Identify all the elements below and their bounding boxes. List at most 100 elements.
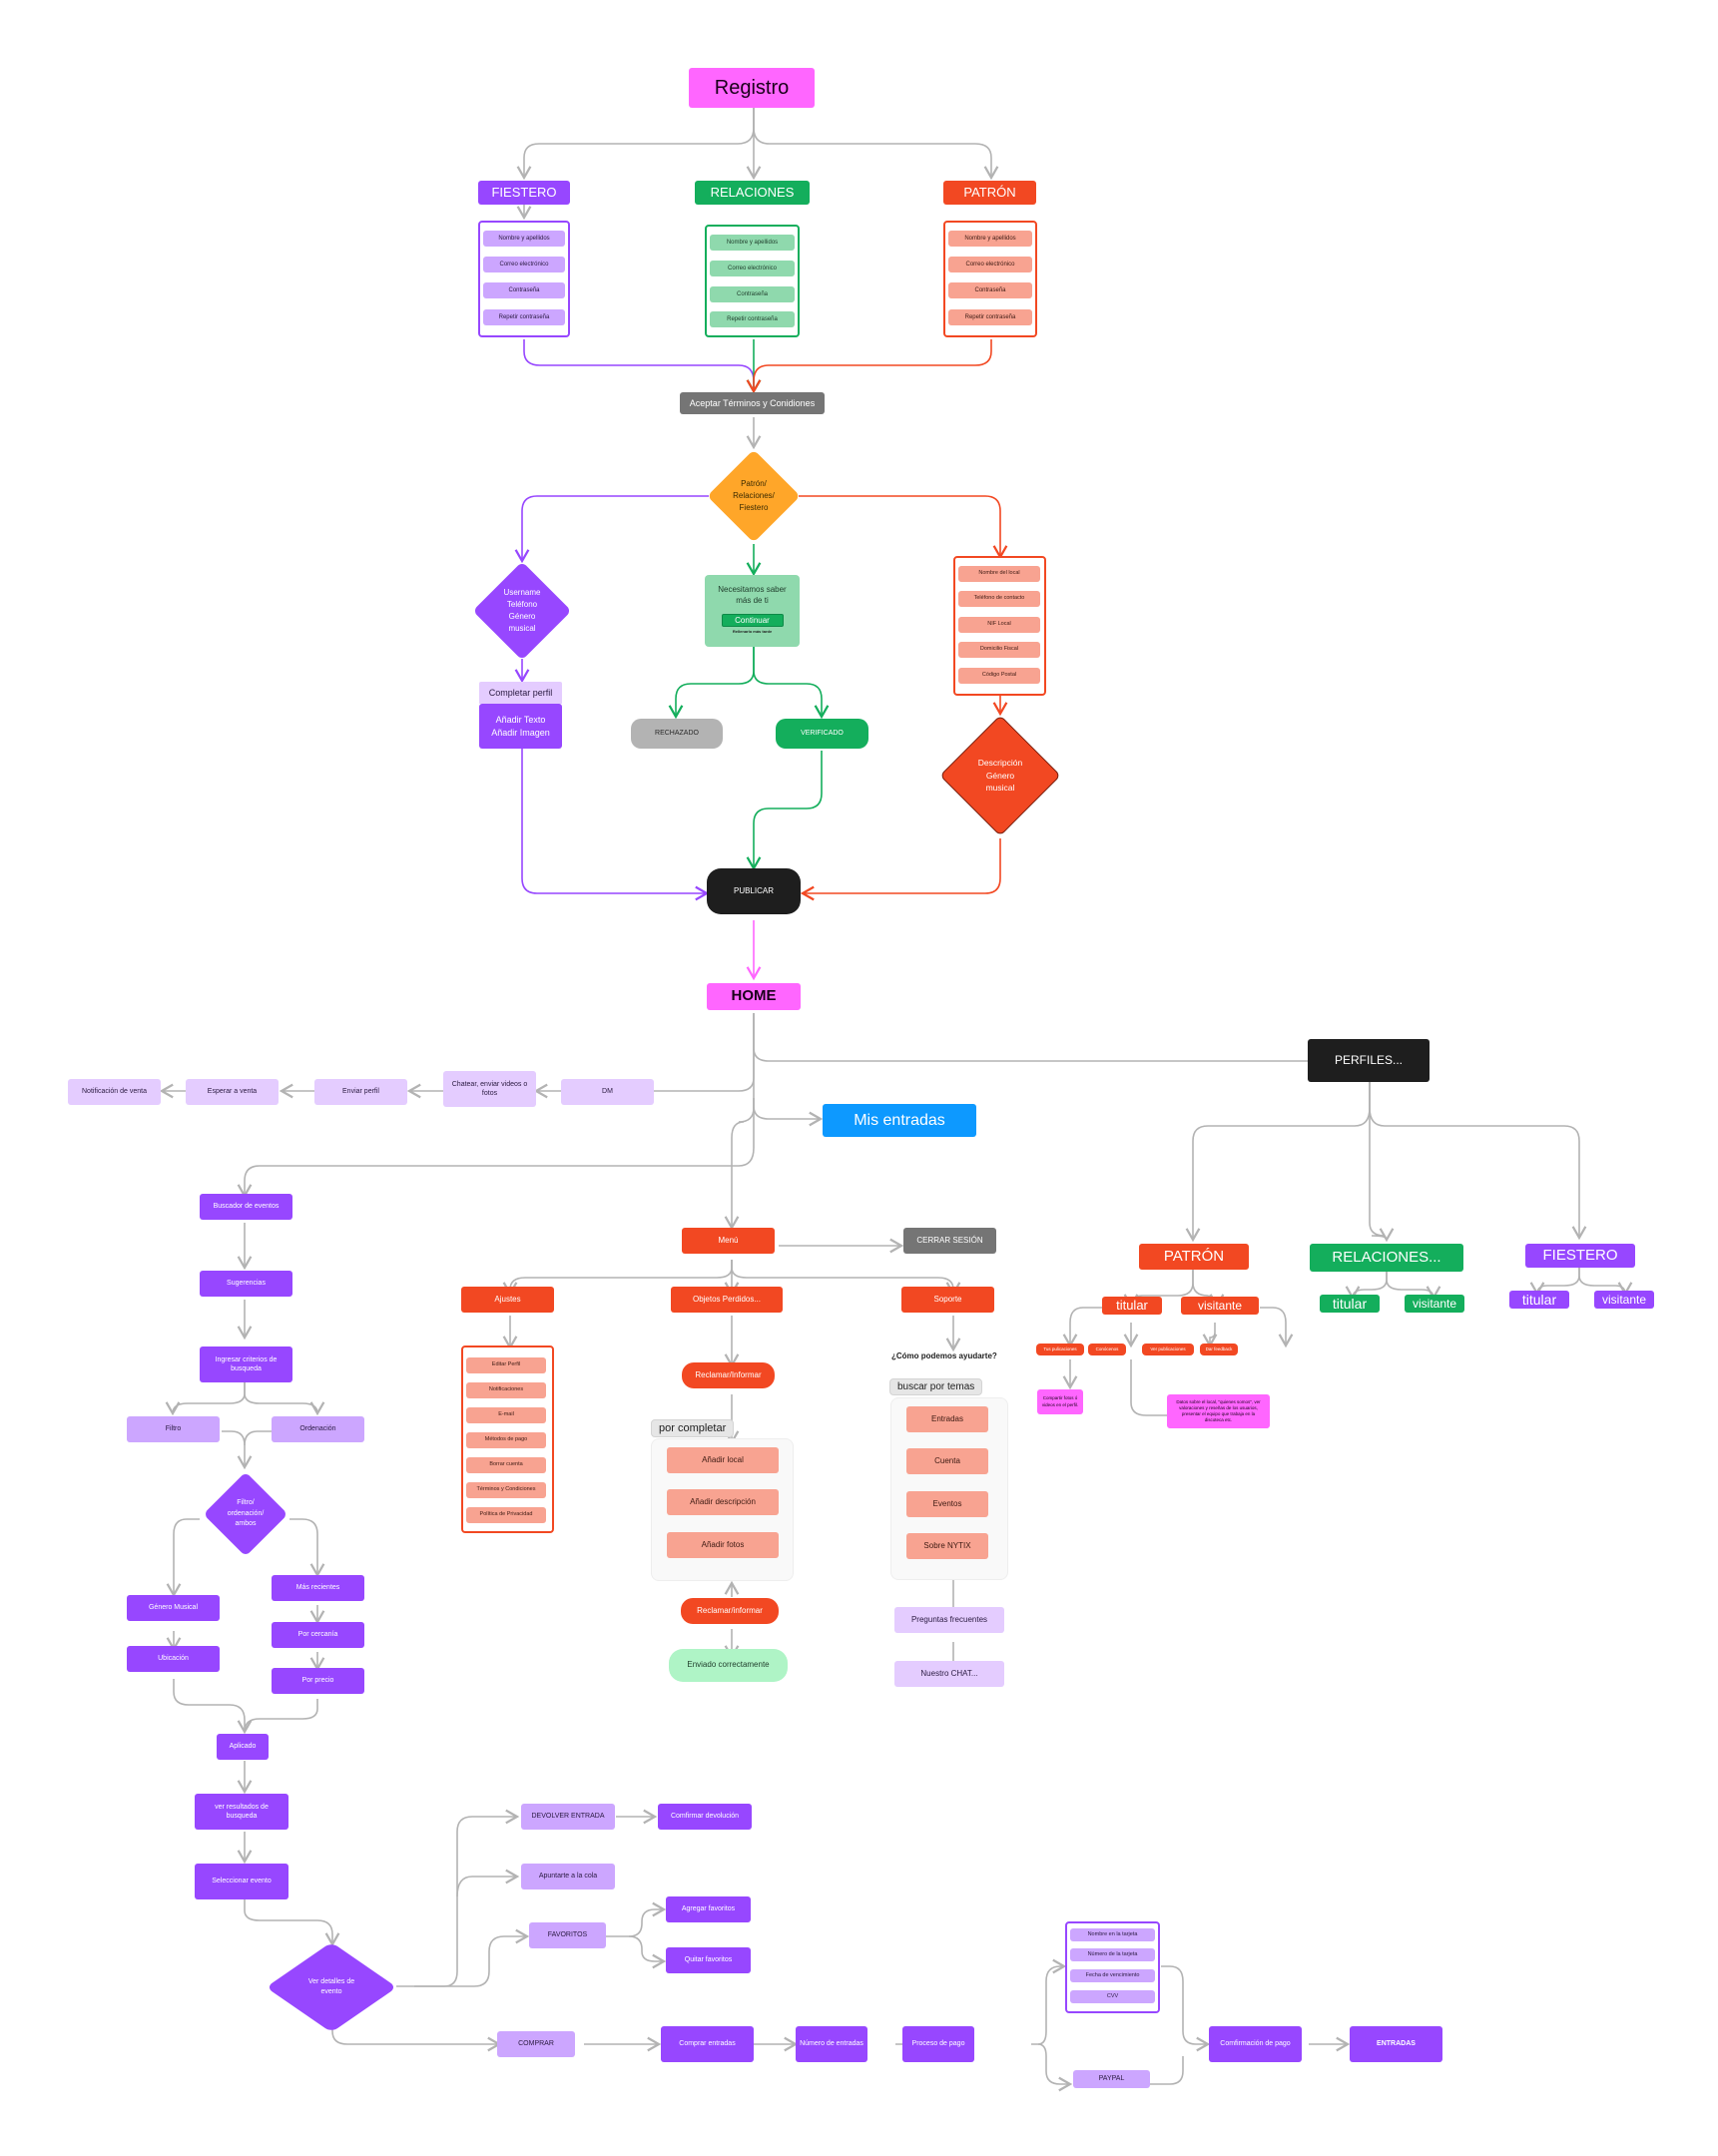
- menu-node[interactable]: Menú: [682, 1228, 775, 1254]
- form-field[interactable]: Repetir contraseña: [483, 309, 565, 325]
- support-topic[interactable]: Cuenta: [906, 1448, 988, 1474]
- ticket-count-node[interactable]: Número de entradas: [796, 2026, 867, 2062]
- card-field[interactable]: CVV: [1070, 1990, 1155, 2003]
- patron-visitante[interactable]: visitante: [1181, 1297, 1259, 1315]
- remove-favorites-node[interactable]: Quitar favoritos: [666, 1947, 751, 1973]
- add-favorites-node[interactable]: Agregar favoritos: [666, 1896, 751, 1922]
- fiestero-titular[interactable]: titular: [1509, 1291, 1569, 1309]
- relaciones-titular[interactable]: titular: [1320, 1295, 1380, 1313]
- fiestero-visitante[interactable]: visitante: [1594, 1291, 1654, 1309]
- verified-node[interactable]: VERIFICADO: [776, 719, 868, 749]
- search-criteria-node[interactable]: Ingresar criterios de busqueda: [200, 1347, 292, 1382]
- support-topic[interactable]: Eventos: [906, 1491, 988, 1517]
- form-field[interactable]: Teléfono de contacto: [958, 591, 1040, 607]
- location-filter-node[interactable]: Ubicación: [127, 1646, 220, 1672]
- rejected-node[interactable]: RECHAZADO: [631, 719, 723, 749]
- form-field[interactable]: Nombre del local: [958, 566, 1040, 582]
- claim-node-2[interactable]: Reclamar/informar: [681, 1598, 779, 1624]
- form-field[interactable]: Contraseña: [483, 282, 565, 298]
- settings-item[interactable]: E-mail: [466, 1407, 546, 1423]
- patron-titular[interactable]: titular: [1102, 1297, 1162, 1315]
- form-field[interactable]: Contraseña: [710, 286, 795, 302]
- continue-button[interactable]: Continuar: [721, 613, 784, 627]
- select-event-node[interactable]: Seleccionar evento: [195, 1864, 288, 1899]
- support-topic[interactable]: Entradas: [906, 1406, 988, 1432]
- form-field[interactable]: Repetir contraseña: [710, 311, 795, 327]
- settings-item[interactable]: Editar Perfil: [466, 1357, 546, 1373]
- logout-node[interactable]: CERRAR SESIÓN: [903, 1228, 996, 1254]
- applied-node[interactable]: Aplicado: [217, 1734, 269, 1760]
- chat-node[interactable]: Chatear, enviar videos o fotos: [443, 1071, 536, 1107]
- profile-relaciones[interactable]: RELACIONES...: [1310, 1244, 1463, 1272]
- profile-fiestero[interactable]: FIESTERO: [1525, 1244, 1635, 1268]
- tickets-node[interactable]: ENTRADAS: [1350, 2026, 1442, 2062]
- form-field[interactable]: Domicilio Fiscal: [958, 642, 1040, 658]
- sale-notification-node[interactable]: Notificación de venta: [68, 1079, 161, 1105]
- relaciones-visitante[interactable]: visitante: [1405, 1295, 1464, 1313]
- lost-item-action[interactable]: Añadir local: [667, 1447, 779, 1473]
- settings-node[interactable]: Ajustes: [461, 1287, 554, 1313]
- filter-node[interactable]: Filtro: [127, 1416, 220, 1442]
- genre-filter-node[interactable]: Género Musical: [127, 1595, 220, 1621]
- chat-support-node[interactable]: Nuestro CHAT...: [894, 1661, 1004, 1687]
- form-field[interactable]: Nombre y apellidos: [483, 231, 565, 247]
- settings-item[interactable]: Términos y Condiciones: [466, 1482, 546, 1498]
- card-field[interactable]: Número de la tarjeta: [1070, 1948, 1155, 1961]
- results-node[interactable]: ver resultados de busqueda: [195, 1794, 288, 1830]
- recent-order-node[interactable]: Más recientes: [272, 1575, 364, 1601]
- form-field[interactable]: Nombre y apellidos: [710, 235, 795, 251]
- form-field[interactable]: Correo electrónico: [710, 261, 795, 276]
- confirm-return-node[interactable]: Comfirmar devolución: [658, 1804, 752, 1830]
- settings-item[interactable]: Métodos de pago: [466, 1432, 546, 1448]
- card-field[interactable]: Nombre en la tarjeta: [1070, 1928, 1155, 1941]
- favorites-node[interactable]: FAVORITOS: [529, 1922, 606, 1948]
- claim-node[interactable]: Reclamar/Informar: [682, 1362, 775, 1388]
- home-node[interactable]: HOME: [707, 983, 801, 1010]
- lost-items-node[interactable]: Objetos Perdidos...: [671, 1287, 783, 1313]
- form-field[interactable]: Correo electrónico: [948, 257, 1032, 272]
- publish-node[interactable]: PUBLICAR: [707, 868, 801, 914]
- join-queue-node[interactable]: Apuntarte a la cola: [521, 1864, 615, 1889]
- feedback-node[interactable]: Dar feedback: [1200, 1344, 1238, 1355]
- form-field[interactable]: Nombre y apellidos: [948, 231, 1032, 247]
- lost-item-action[interactable]: Añadir descripción: [667, 1489, 779, 1515]
- paypal-node[interactable]: PAYPAL: [1073, 2070, 1150, 2088]
- buy-tickets-node[interactable]: Comprar entradas: [661, 2026, 754, 2062]
- suggestions-node[interactable]: Sugerencias: [200, 1271, 292, 1297]
- fill-later-link[interactable]: Rellenarlo más tarde: [732, 628, 773, 634]
- event-search-node[interactable]: Buscador de eventos: [200, 1194, 292, 1220]
- role-fiestero[interactable]: FIESTERO: [478, 181, 570, 205]
- lost-item-action[interactable]: Añadir fotos: [667, 1532, 779, 1558]
- proximity-order-node[interactable]: Por cercanía: [272, 1622, 364, 1648]
- role-patron[interactable]: PATRÓN: [943, 181, 1036, 205]
- profile-patron[interactable]: PATRÓN: [1139, 1244, 1249, 1270]
- card-field[interactable]: Fecha de vencimiento: [1070, 1969, 1155, 1982]
- dm-node[interactable]: DM: [561, 1079, 654, 1105]
- settings-item[interactable]: Notificaciones: [466, 1382, 546, 1398]
- settings-item[interactable]: Borrar cuenta: [466, 1457, 546, 1473]
- payment-process-node[interactable]: Proceso de pago: [902, 2026, 974, 2062]
- send-profile-node[interactable]: Enviar perfil: [314, 1079, 407, 1105]
- order-node[interactable]: Ordenación: [272, 1416, 364, 1442]
- registro-node[interactable]: Registro: [689, 68, 815, 108]
- your-posts-node[interactable]: Tus pulicaciones: [1036, 1344, 1084, 1355]
- support-topic[interactable]: Sobre NYTIX: [906, 1533, 988, 1559]
- form-field[interactable]: Código Postal: [958, 668, 1040, 684]
- about-us-node[interactable]: Conócenos: [1088, 1344, 1126, 1355]
- role-relaciones[interactable]: RELACIONES: [695, 181, 810, 205]
- form-field[interactable]: Contraseña: [948, 282, 1032, 298]
- form-field[interactable]: Correo electrónico: [483, 257, 565, 272]
- add-content-node[interactable]: Añadir Texto Añadir Imagen: [479, 704, 562, 749]
- accept-terms-node[interactable]: Aceptar Términos y Conidiones: [680, 392, 825, 414]
- view-posts-node[interactable]: Ver publicaciones: [1142, 1344, 1194, 1355]
- profiles-node[interactable]: PERFILES...: [1308, 1039, 1430, 1082]
- my-tickets-node[interactable]: Mis entradas: [823, 1104, 976, 1137]
- payment-confirmation-node[interactable]: Comfirmación de pago: [1209, 2026, 1302, 2062]
- form-field[interactable]: NIF Local: [958, 617, 1040, 633]
- form-field[interactable]: Repetir contraseña: [948, 309, 1032, 325]
- wait-sale-node[interactable]: Esperar a venta: [186, 1079, 279, 1105]
- buy-node[interactable]: COMPRAR: [497, 2031, 575, 2057]
- price-order-node[interactable]: Por precio: [272, 1668, 364, 1694]
- support-node[interactable]: Soporte: [901, 1287, 994, 1313]
- settings-item[interactable]: Política de Privacidad: [466, 1507, 546, 1523]
